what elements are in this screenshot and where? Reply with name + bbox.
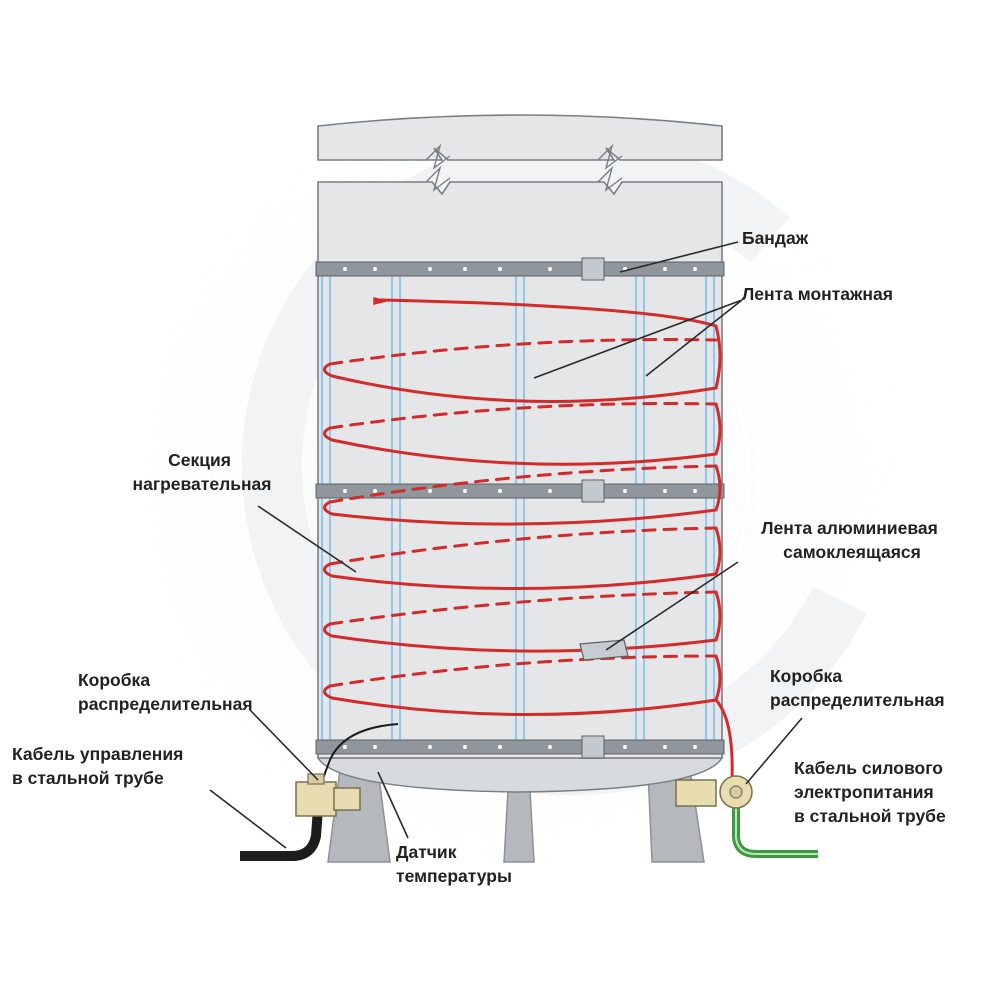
label-junction-box-left: Коробка распределительная — [78, 670, 253, 714]
mounting-tapes — [321, 266, 715, 748]
junction-box-right — [675, 775, 818, 858]
label-control-cable: Кабель управления в стальной трубе — [12, 744, 188, 788]
label-temperature-sensor: Датчик температуры — [396, 842, 512, 886]
bandage-top — [315, 257, 725, 281]
heating-cable — [323, 297, 734, 782]
tank-roof — [317, 114, 723, 161]
label-power-cable: Кабель силового электропитания в стально… — [794, 758, 948, 826]
aluminum-tape-patch — [579, 639, 629, 661]
break-marks — [425, 143, 623, 192]
labels: Бандаж Лента монтажная Секция нагревател… — [12, 228, 948, 886]
bandage-bottom — [315, 735, 725, 759]
label-heating-section: Секция нагревательная — [133, 450, 272, 494]
leader-lines — [209, 241, 803, 849]
bandages — [315, 257, 725, 759]
tank-bottom — [316, 757, 724, 793]
control-cable-conduit — [240, 807, 323, 861]
tank-leg-middle — [503, 789, 535, 863]
label-aluminum-tape: Лента алюминиевая самоклеящаяся — [761, 518, 942, 562]
label-junction-box-right: Коробка распределительная — [770, 666, 945, 710]
label-mounting-tape: Лента монтажная — [742, 284, 893, 304]
label-bandage: Бандаж — [742, 228, 809, 248]
junction-box-left — [240, 773, 361, 861]
